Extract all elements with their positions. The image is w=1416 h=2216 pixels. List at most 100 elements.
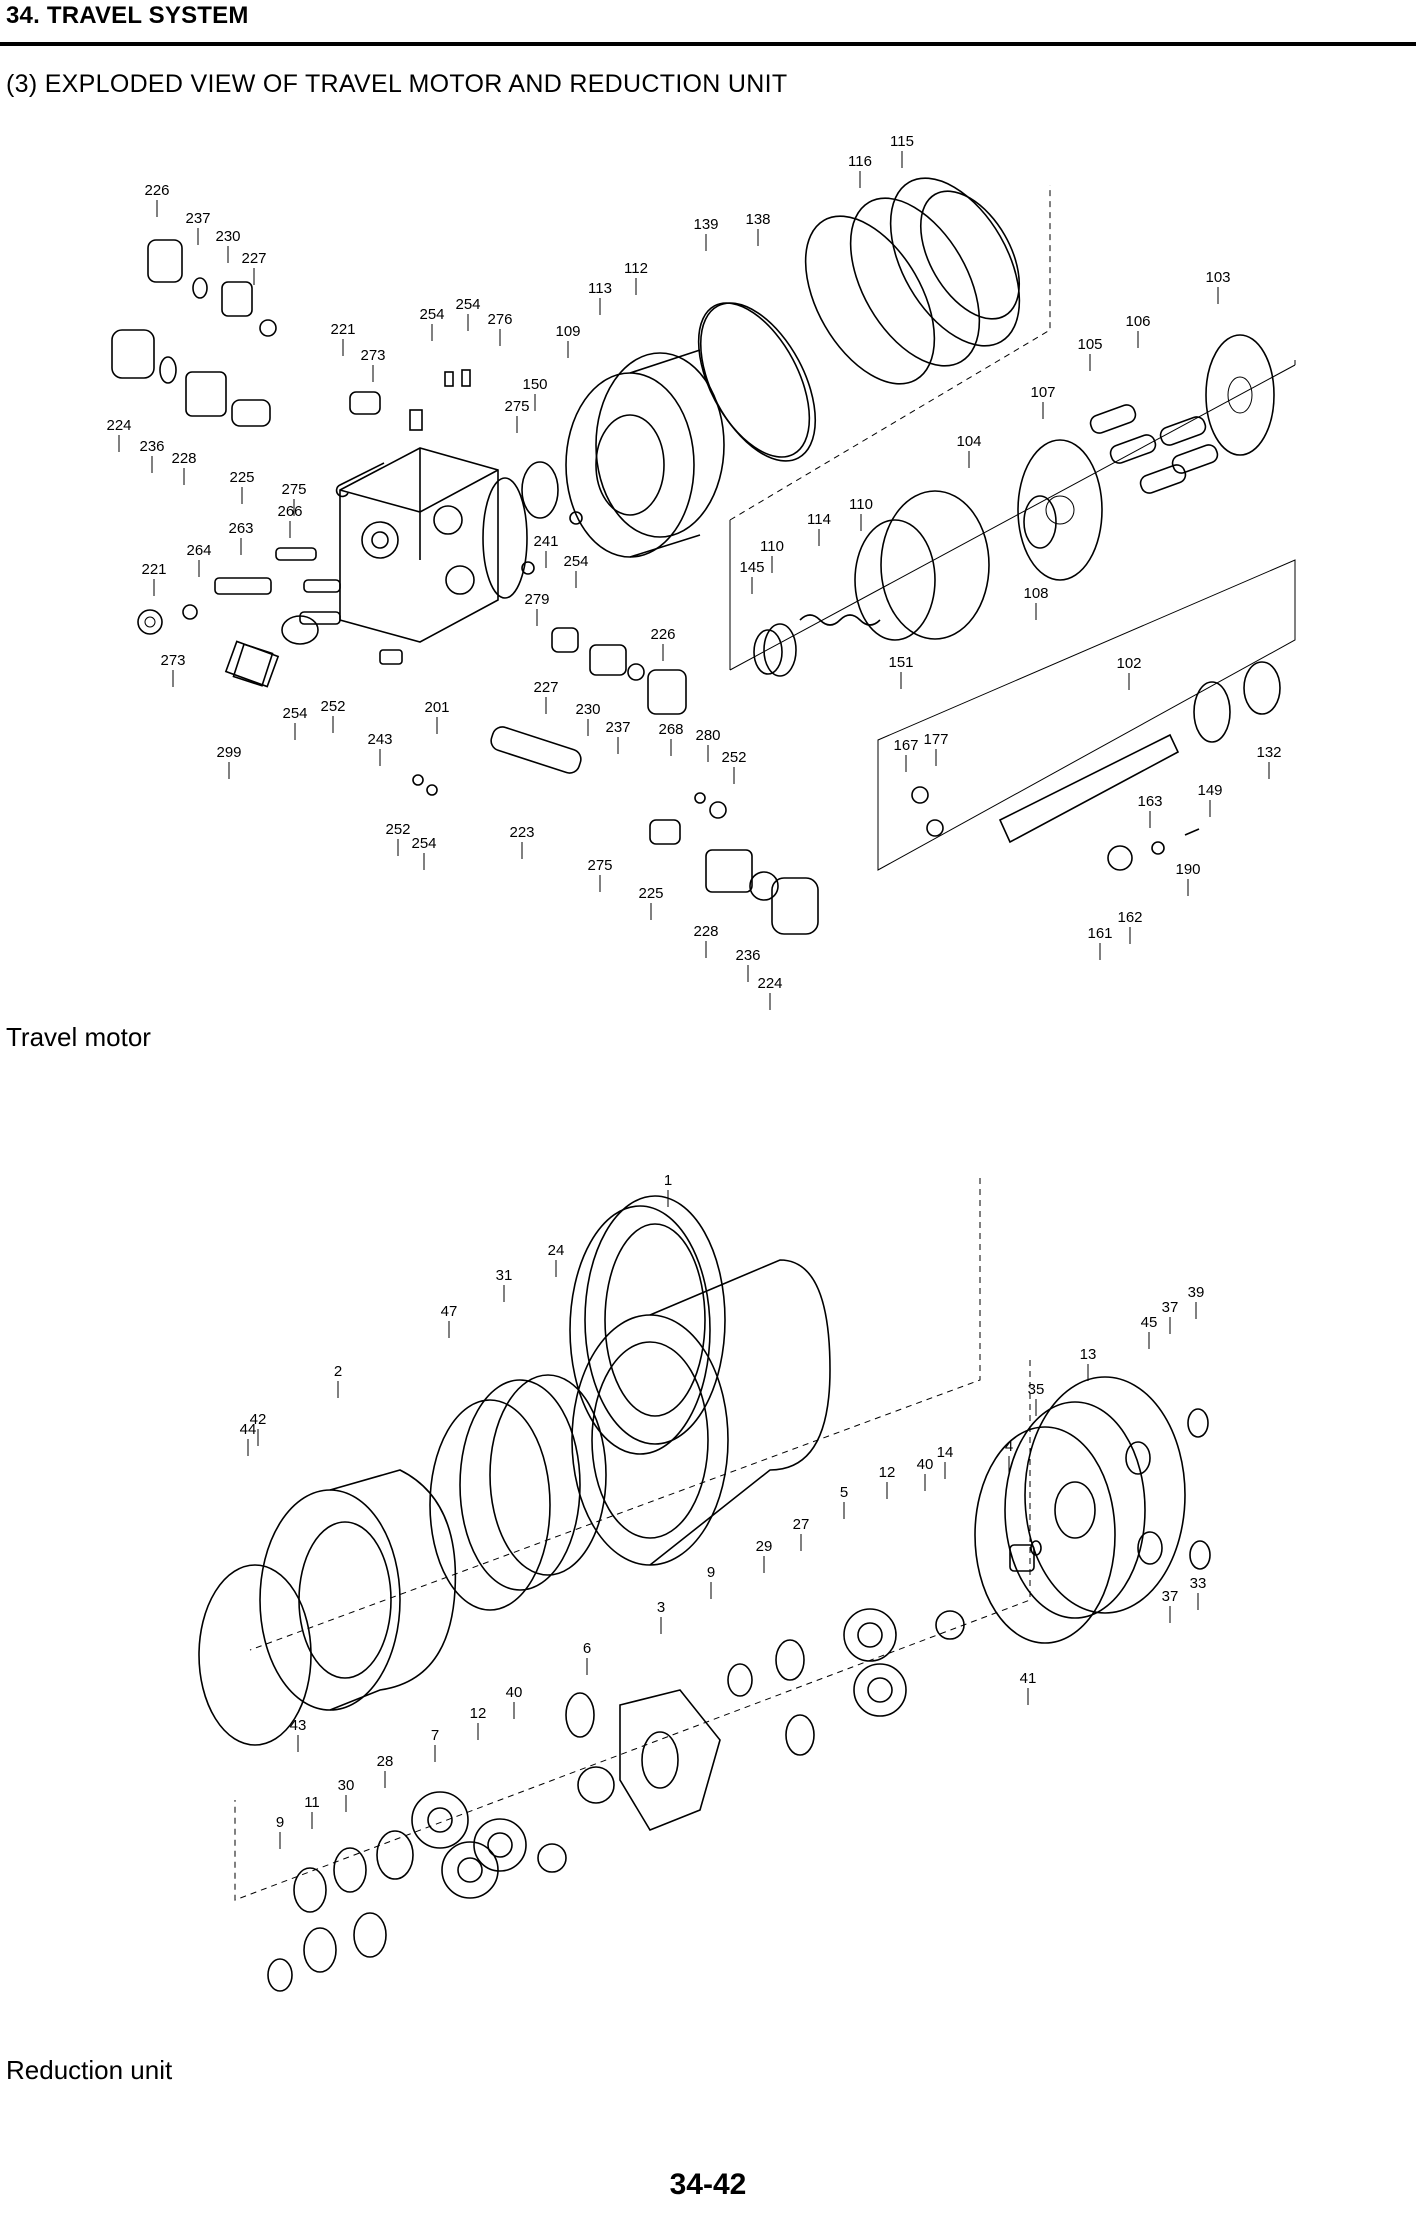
motor-callout-221: 221 [330, 321, 355, 338]
reduction-callout-4: 4 [1005, 1438, 1013, 1455]
reduction-callout-45: 45 [1141, 1314, 1158, 1331]
reduction-unit-caption: Reduction unit [6, 2055, 173, 2085]
reduction-callout-6: 6 [583, 1640, 591, 1657]
motor-callout-114: 114 [807, 511, 831, 528]
motor-callout-110: 110 [849, 496, 873, 513]
reduction-callout-2: 2 [334, 1363, 342, 1380]
motor-callout-151: 151 [888, 654, 913, 671]
motor-callout-224: 224 [757, 975, 782, 992]
motor-callout-254: 254 [282, 705, 307, 722]
diagram-title: (3) EXPLODED VIEW OF TRAVEL MOTOR AND RE… [6, 70, 788, 98]
motor-callout-105: 105 [1077, 336, 1102, 353]
reduction-callout-44: 44 [240, 1421, 257, 1438]
header-rule [0, 42, 1416, 46]
motor-callout-167: 167 [893, 737, 918, 754]
motor-callout-254: 254 [455, 296, 480, 313]
reduction-callout-27: 27 [793, 1516, 810, 1533]
reduction-callout-28: 28 [377, 1753, 394, 1770]
reduction-callout-13: 13 [1080, 1346, 1097, 1363]
reduction-callout-12: 12 [470, 1705, 487, 1722]
reduction-callout-9: 9 [707, 1564, 715, 1581]
motor-callout-228: 228 [693, 923, 718, 940]
motor-callout-113: 113 [588, 280, 612, 297]
motor-callout-280: 280 [695, 727, 720, 744]
motor-callout-112: 112 [624, 260, 648, 277]
motor-callout-110: 110 [760, 538, 784, 555]
motor-callout-252: 252 [721, 749, 746, 766]
reduction-callout-30: 30 [338, 1777, 355, 1794]
motor-callout-237: 237 [605, 719, 630, 736]
motor-callout-225: 225 [638, 885, 663, 902]
motor-callout-138: 138 [745, 211, 770, 228]
motor-callout-145: 145 [739, 559, 764, 576]
motor-callout-149: 149 [1197, 782, 1222, 799]
motor-callout-161: 161 [1087, 925, 1112, 942]
motor-callout-230: 230 [575, 701, 600, 718]
motor-callout-266: 266 [277, 503, 302, 520]
reduction-callout-12: 12 [879, 1464, 896, 1481]
motor-callout-224: 224 [106, 417, 131, 434]
reduction-callout-42: 42 [250, 1411, 267, 1428]
reduction-callout-33: 33 [1190, 1575, 1207, 1592]
motor-callout-226: 226 [144, 182, 169, 199]
reduction-callout-47: 47 [441, 1303, 458, 1320]
motor-callout-273: 273 [360, 347, 385, 364]
motor-callout-221: 221 [141, 561, 166, 578]
motor-callout-115: 115 [890, 133, 914, 150]
reduction-callout-11: 11 [304, 1794, 320, 1811]
motor-callout-279: 279 [524, 591, 549, 608]
motor-callout-227: 227 [241, 250, 266, 267]
motor-callout-263: 263 [228, 520, 253, 537]
motor-callout-108: 108 [1023, 585, 1048, 602]
motor-callout-104: 104 [956, 433, 981, 450]
motor-callout-275: 275 [281, 481, 306, 498]
reduction-callout-14: 14 [937, 1444, 954, 1461]
reduction-callout-9: 9 [276, 1814, 284, 1831]
reduction-callout-35: 35 [1028, 1381, 1045, 1398]
motor-callout-162: 162 [1117, 909, 1142, 926]
motor-callout-163: 163 [1137, 793, 1162, 810]
motor-callout-230: 230 [215, 228, 240, 245]
motor-callout-132: 132 [1256, 744, 1281, 761]
motor-callout-243: 243 [367, 731, 392, 748]
motor-callout-275: 275 [587, 857, 612, 874]
reduction-callout-1: 1 [664, 1172, 672, 1189]
motor-callout-236: 236 [735, 947, 760, 964]
motor-callout-177: 177 [923, 731, 948, 748]
motor-callout-254: 254 [563, 553, 588, 570]
reduction-callout-5: 5 [840, 1484, 848, 1501]
motor-callout-190: 190 [1175, 861, 1200, 878]
reduction-callout-40: 40 [917, 1456, 934, 1473]
motor-callout-254: 254 [419, 306, 444, 323]
motor-callout-236: 236 [139, 438, 164, 455]
motor-callout-228: 228 [171, 450, 196, 467]
motor-callout-150: 150 [522, 376, 547, 393]
reduction-callout-29: 29 [756, 1538, 773, 1555]
reduction-callout-39: 39 [1188, 1284, 1205, 1301]
reduction-callout-43: 43 [290, 1717, 307, 1734]
motor-callout-241: 241 [533, 533, 558, 550]
motor-callout-102: 102 [1116, 655, 1141, 672]
motor-callout-264: 264 [186, 542, 211, 559]
page-number: 34-42 [669, 2168, 747, 2201]
section-heading: 34. TRAVEL SYSTEM [6, 2, 249, 29]
reduction-callout-40: 40 [506, 1684, 523, 1701]
motor-callout-139: 139 [693, 216, 718, 233]
motor-callout-268: 268 [658, 721, 683, 738]
motor-callout-223: 223 [509, 824, 534, 841]
motor-callout-227: 227 [533, 679, 558, 696]
motor-callout-107: 107 [1030, 384, 1055, 401]
motor-callout-299: 299 [216, 744, 241, 761]
motor-callout-254: 254 [411, 835, 436, 852]
motor-callout-109: 109 [555, 323, 580, 340]
reduction-callout-24: 24 [548, 1242, 565, 1259]
motor-callout-252: 252 [320, 698, 345, 715]
motor-callout-252: 252 [385, 821, 410, 838]
reduction-callout-37: 37 [1162, 1588, 1179, 1605]
reduction-callout-3: 3 [657, 1599, 665, 1616]
motor-callout-226: 226 [650, 626, 675, 643]
reduction-callout-7: 7 [431, 1727, 439, 1744]
motor-callout-276: 276 [487, 311, 512, 328]
